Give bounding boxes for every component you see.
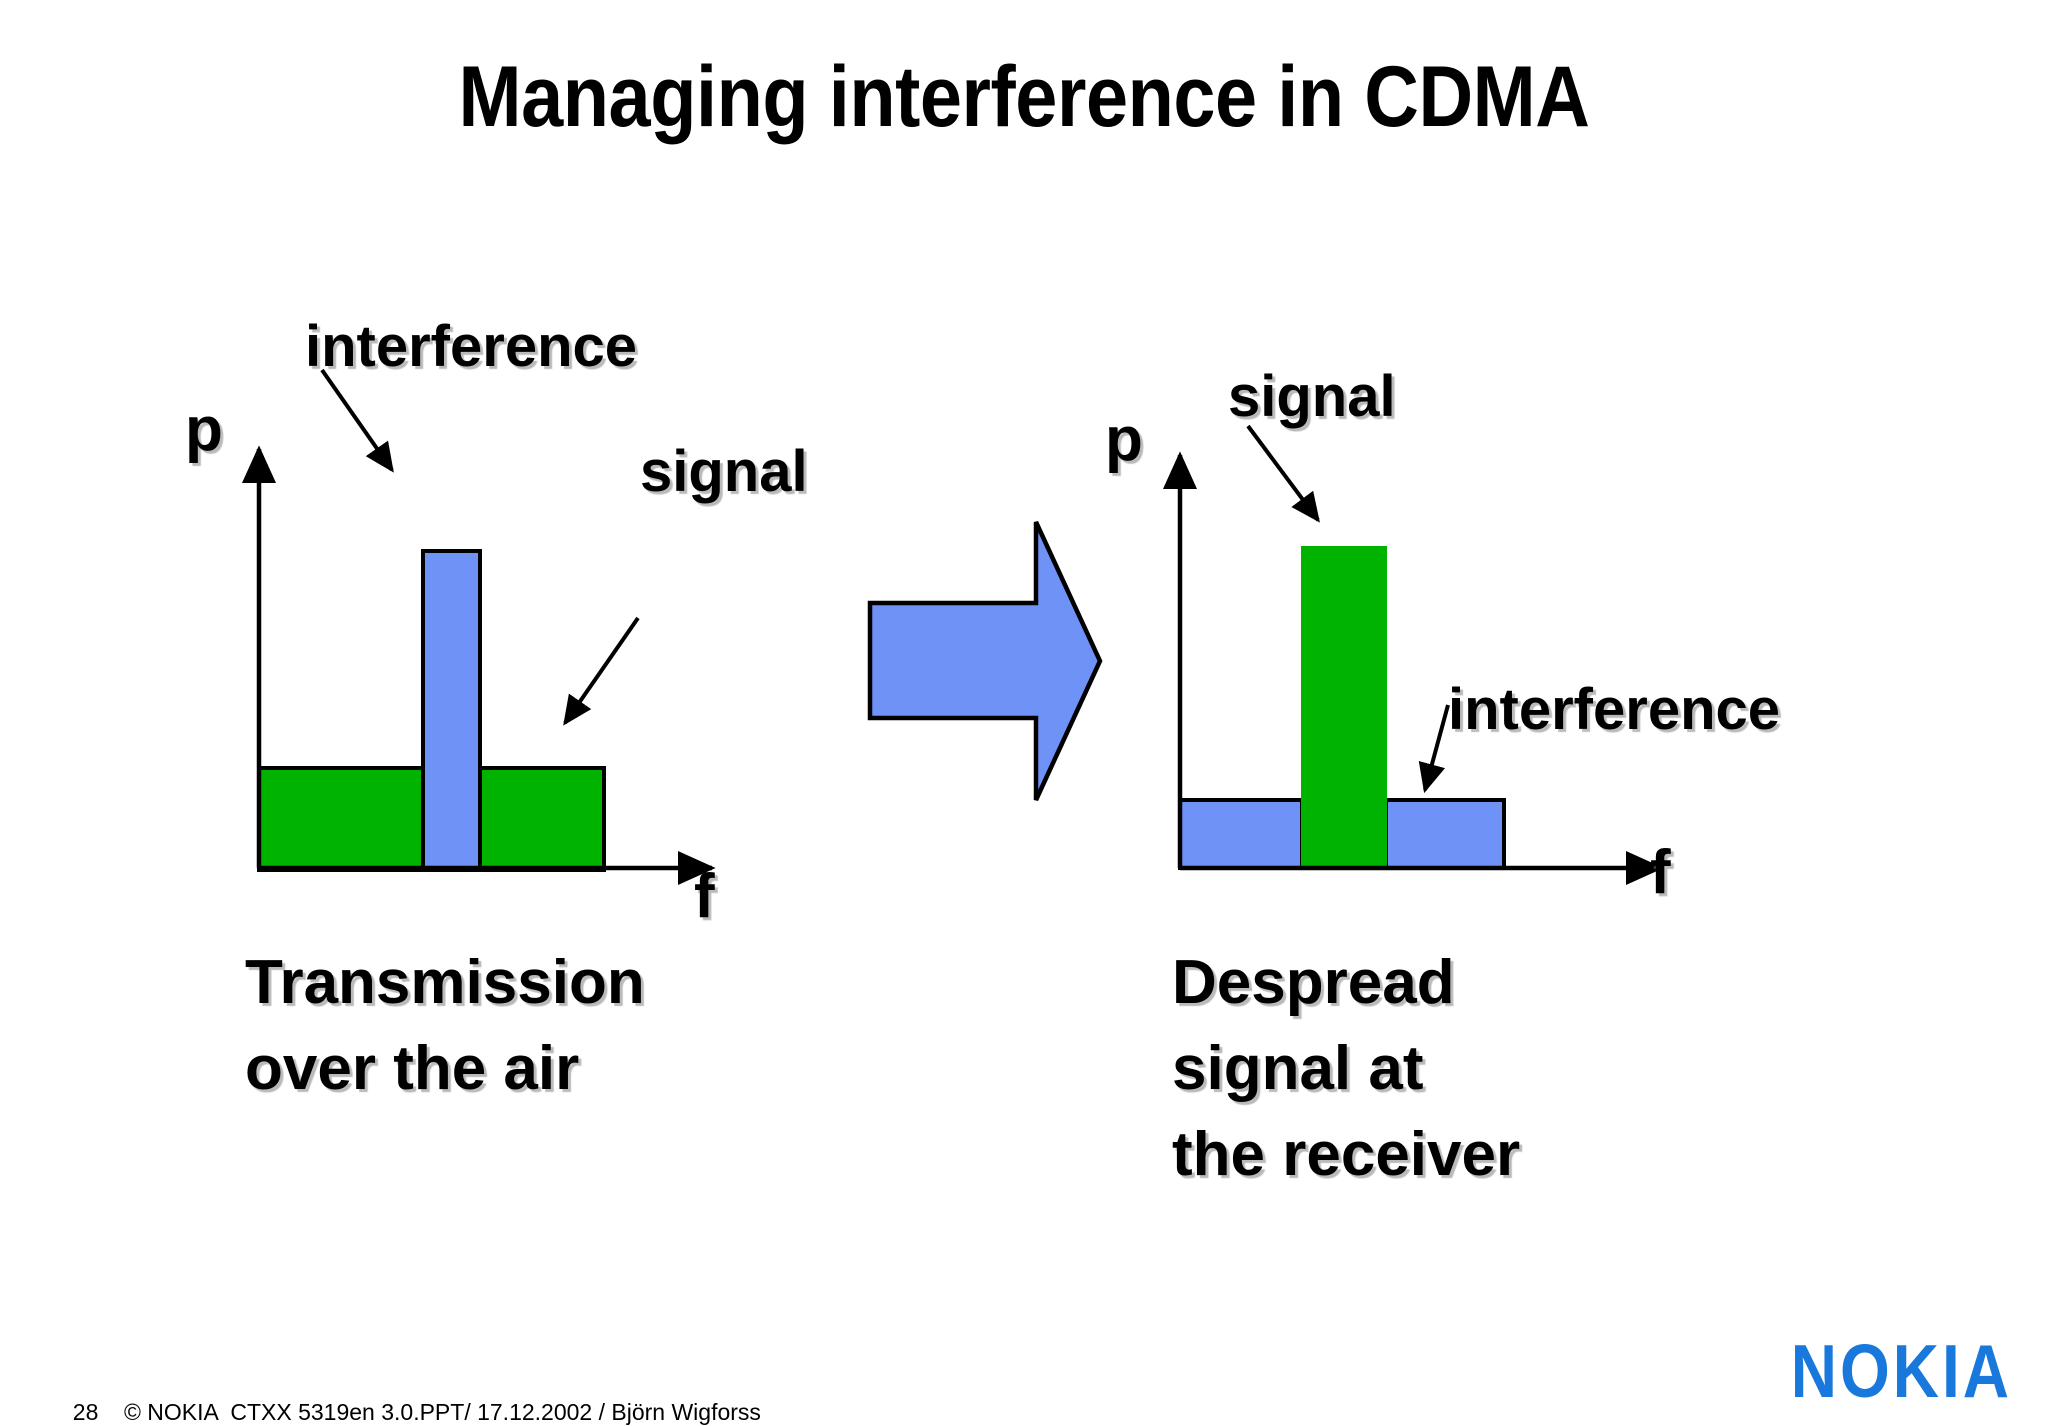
footer-copyright: © NOKIA bbox=[123, 1399, 218, 1425]
page-title: Managing interference in CDMA bbox=[458, 49, 1590, 145]
right-annotation-interference: interference bbox=[1448, 677, 1781, 742]
footer-gap1 bbox=[98, 1399, 124, 1425]
left-caption-line2: over the air bbox=[245, 1034, 580, 1103]
right-interference-band-right bbox=[1384, 798, 1506, 870]
left-signal-band-right bbox=[478, 766, 606, 872]
right-caption-line3: the receiver bbox=[1172, 1120, 1521, 1189]
flow-arrow bbox=[867, 521, 1103, 801]
right-signal-bar bbox=[1301, 546, 1387, 869]
left-signal-leader bbox=[563, 616, 640, 726]
left-annotation-signal: signal bbox=[640, 439, 808, 504]
left-signal-band-left bbox=[257, 766, 425, 872]
right-annotation-signal: signal bbox=[1228, 364, 1396, 429]
right-x-axis-label: f bbox=[1650, 838, 1671, 907]
footer-document-ref: CTXX 5319en 3.0.PPT/ 17.12.2002 / Björn … bbox=[230, 1399, 761, 1425]
left-annotation-interference: interference bbox=[305, 314, 638, 379]
right-signal-leader bbox=[1246, 424, 1320, 523]
left-x-axis-label: f bbox=[694, 862, 715, 931]
left-caption-line1: Transmission bbox=[245, 948, 645, 1017]
left-interference-bar bbox=[421, 549, 482, 872]
right-caption-line1: Despread bbox=[1172, 948, 1455, 1017]
right-interference-leader bbox=[1418, 704, 1450, 794]
right-chart-group bbox=[1162, 424, 1664, 886]
footer-gap2 bbox=[218, 1399, 231, 1425]
footer-page-number: 28 bbox=[72, 1399, 99, 1425]
right-interference-band-left bbox=[1178, 798, 1304, 870]
right-caption-line2: signal at bbox=[1172, 1034, 1424, 1103]
right-y-axis-label: p bbox=[1105, 405, 1143, 474]
left-y-axis-label: p bbox=[185, 395, 223, 464]
nokia-logo: NOKIA bbox=[1790, 1328, 2012, 1414]
left-interference-leader bbox=[320, 368, 394, 473]
